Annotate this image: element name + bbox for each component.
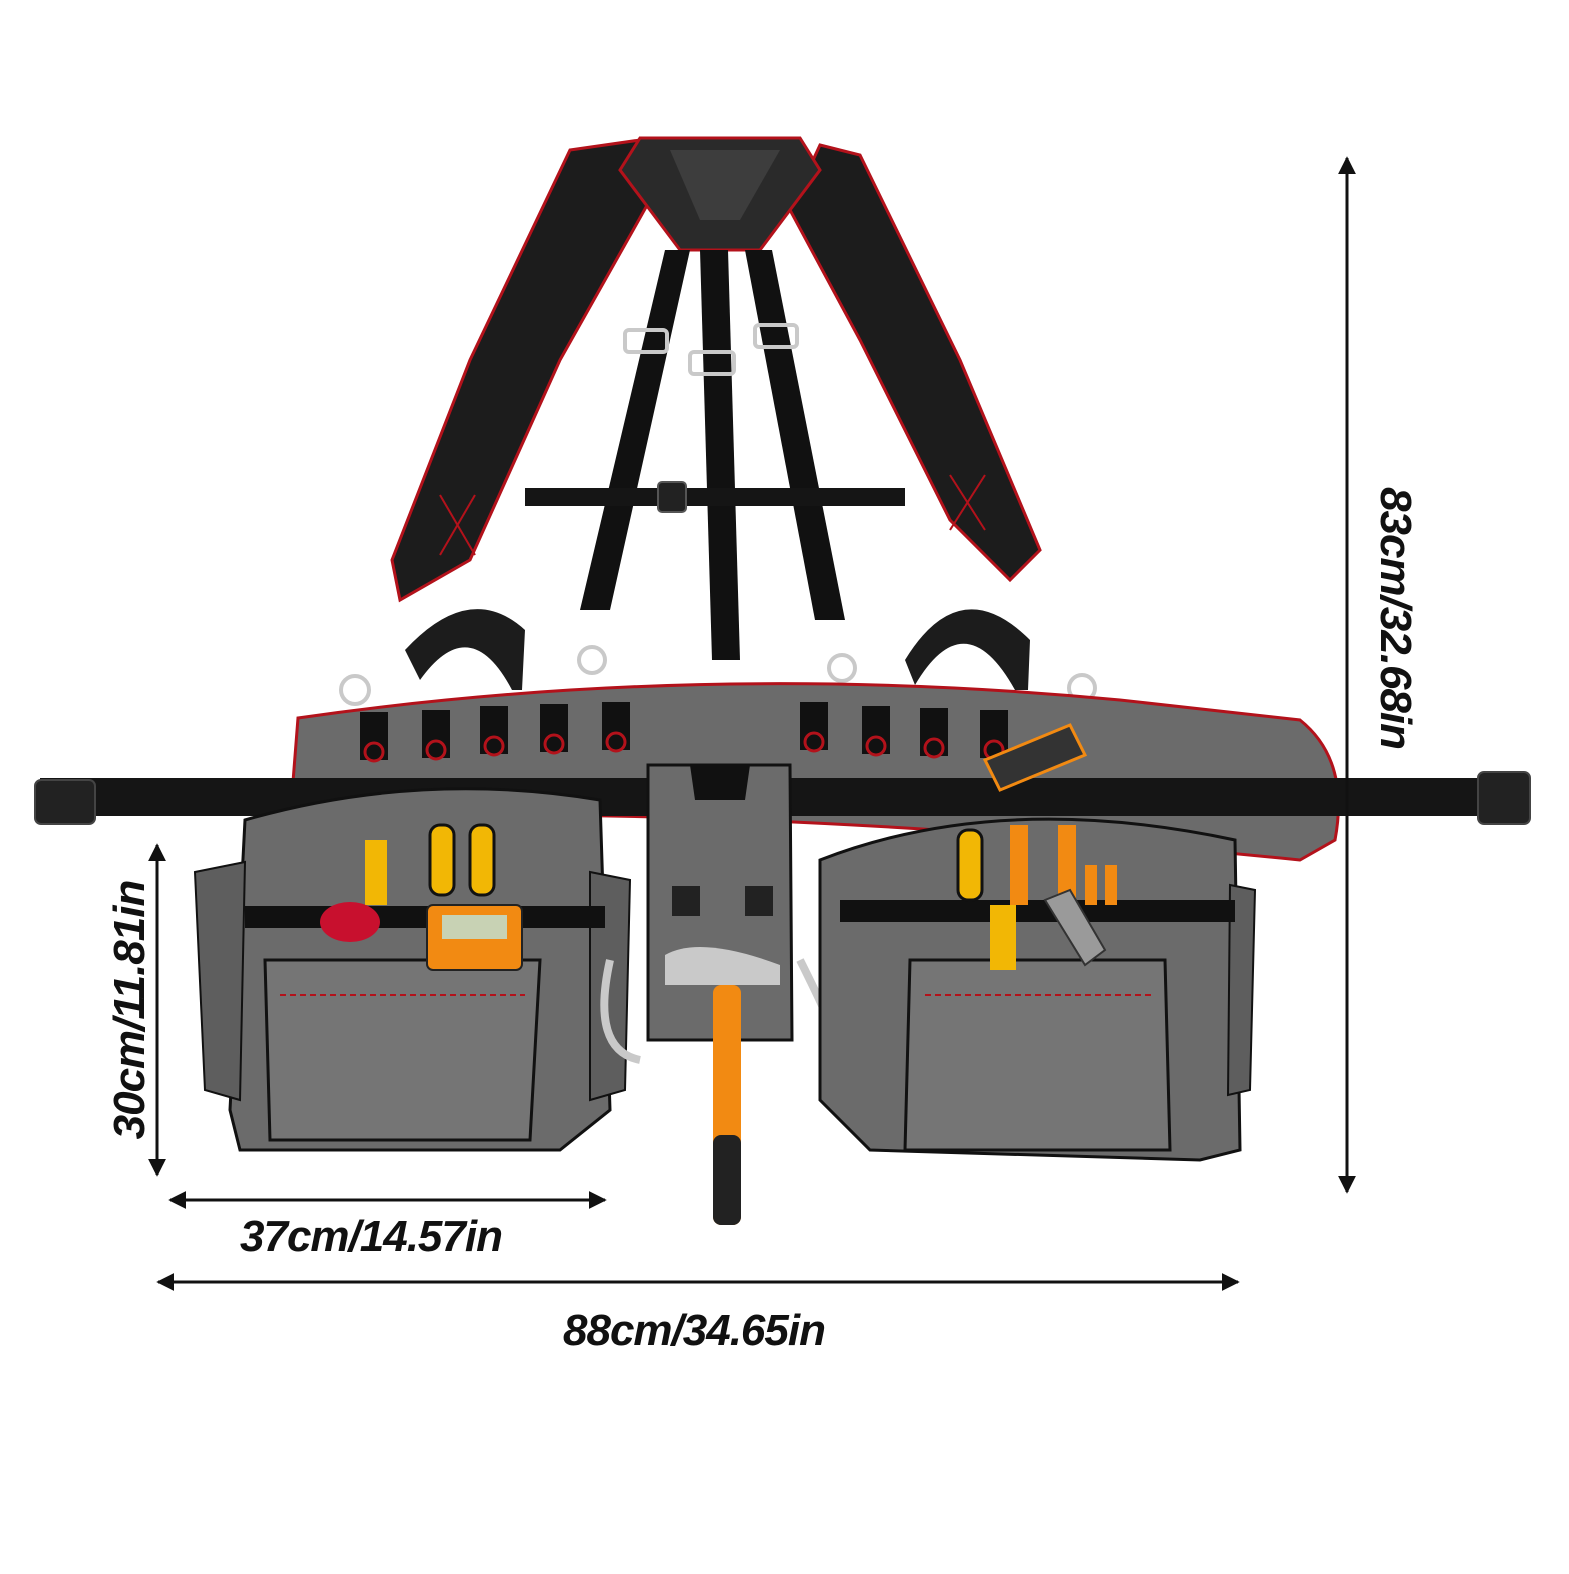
suspender-harness [339,136,1097,724]
right-tool-pouch [818,609,1257,1162]
pocket-height-label: 30cm/11.81in [105,880,154,1140]
overall-height-label: 83cm/32.68in [1371,487,1420,749]
left-tool-pouch [193,609,632,1152]
dimension-arrows [148,156,1356,1291]
overall-width-label: 88cm/34.65in [563,1306,826,1355]
pocket-width-label: 37cm/14.57in [240,1212,503,1261]
hammer-holder [600,763,843,1225]
